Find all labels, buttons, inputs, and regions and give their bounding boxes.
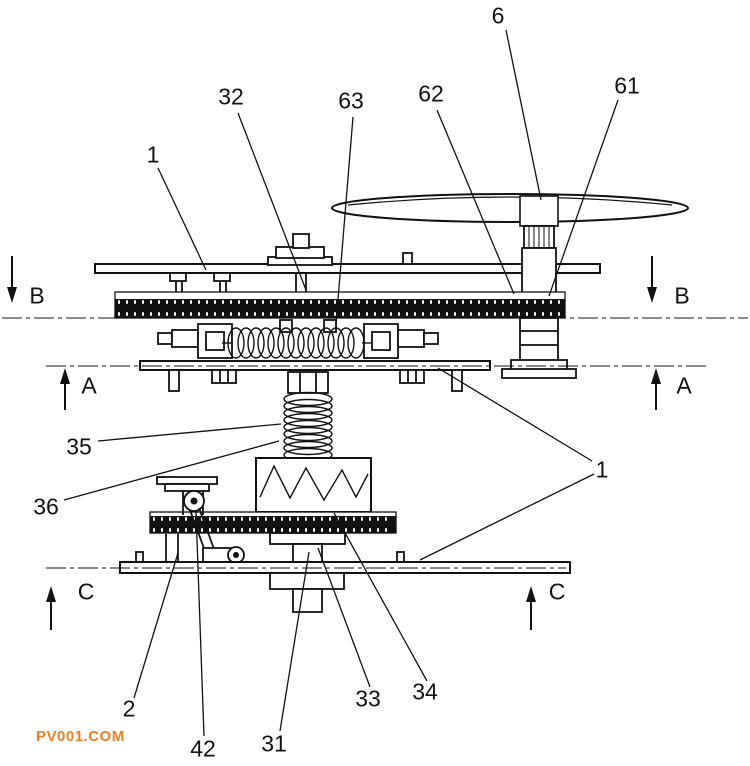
leader-1-right-lower (419, 473, 595, 561)
label-part-1-right: 1 (595, 456, 609, 483)
handwheel-stem (521, 247, 557, 294)
vertical-spring-assembly (283, 371, 333, 463)
label-part-35: 35 (66, 433, 92, 460)
horizontal-spring (222, 327, 371, 359)
leader-31 (279, 551, 310, 732)
section-label-c-right: C (548, 578, 566, 605)
leader-36 (63, 440, 280, 501)
leader-34 (333, 512, 428, 682)
handwheel (331, 193, 689, 294)
section-a-arrow-right (651, 368, 661, 410)
label-part-33: 33 (355, 685, 381, 712)
label-part-2: 2 (122, 695, 136, 722)
section-b-arrow-left (7, 256, 17, 303)
label-part-34: 34 (412, 678, 438, 705)
pawl-lever-assembly (156, 476, 245, 564)
label-part-1-top: 1 (146, 141, 160, 168)
upper-plate (94, 233, 601, 293)
label-part-6: 6 (491, 2, 505, 29)
lower-gear-band (149, 511, 397, 534)
ratchet-housing (255, 457, 372, 513)
leader-33 (317, 547, 371, 688)
leader-32 (237, 112, 307, 291)
section-label-b-right: B (674, 282, 690, 309)
leader-2 (133, 552, 179, 699)
section-c-arrow-right (526, 586, 536, 630)
section-label-b-left: B (29, 282, 45, 309)
label-part-63: 63 (338, 87, 364, 114)
leader-61 (548, 99, 619, 297)
section-b-arrow-right (647, 256, 657, 303)
label-part-42: 42 (190, 735, 216, 762)
leader-6 (505, 29, 542, 201)
stem-lower (501, 317, 577, 379)
section-label-a-right: A (676, 372, 692, 399)
leader-35 (97, 423, 282, 442)
section-label-c-left: C (77, 578, 95, 605)
label-part-36: 36 (33, 493, 59, 520)
section-c-arrow-left (46, 586, 56, 630)
section-a-arrow-left (60, 368, 70, 410)
label-part-31: 31 (261, 730, 287, 757)
watermark-text: PV001.COM (36, 728, 125, 745)
upper-gear-band (114, 291, 566, 319)
leader-42 (195, 511, 205, 737)
leader-63 (335, 116, 354, 325)
handwheel-hub (519, 195, 559, 227)
bottom-plate-assembly (119, 532, 571, 613)
section-arrows (7, 256, 661, 630)
label-part-32: 32 (218, 83, 244, 110)
leader-1-right-upper (437, 367, 593, 462)
section-label-a-left: A (81, 372, 97, 399)
leader-62 (436, 109, 515, 295)
leader-1-top (157, 167, 207, 271)
label-part-62: 62 (418, 80, 444, 107)
vertical-spring (283, 391, 333, 463)
label-part-61: 61 (614, 72, 640, 99)
leader-lines (63, 29, 619, 737)
